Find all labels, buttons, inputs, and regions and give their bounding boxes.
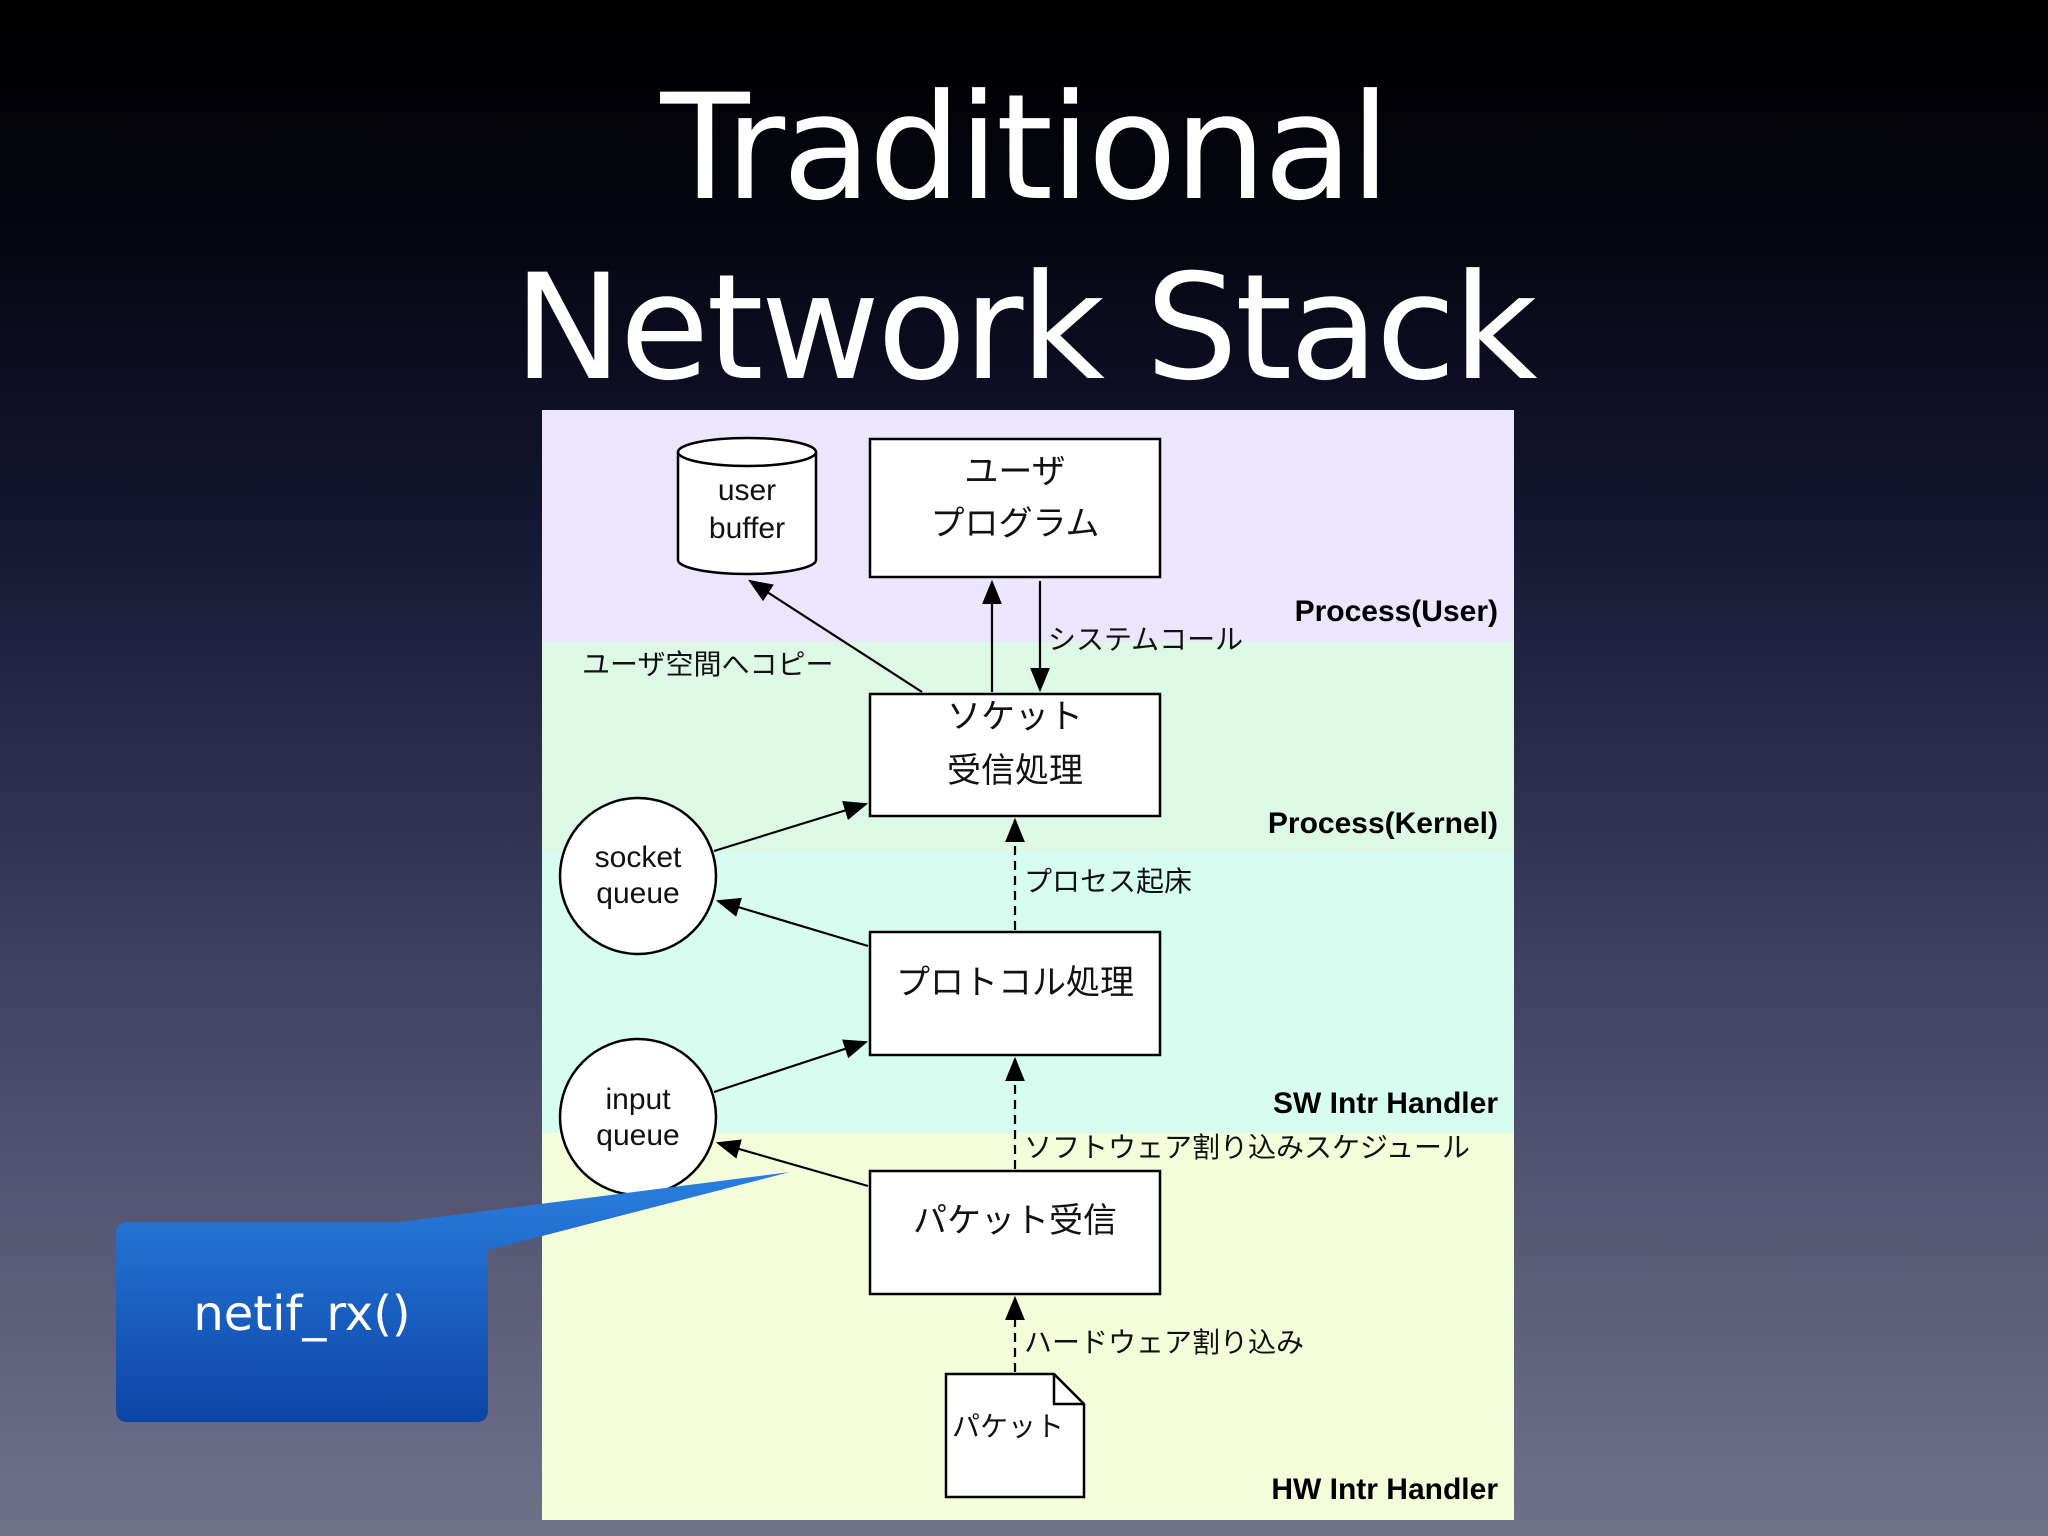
edge-label-process-wakeup: プロセス起床 xyxy=(1024,865,1192,898)
edge-input-queue-to-protocol xyxy=(713,1039,869,1094)
socket-queue-node: socket queue xyxy=(558,796,718,956)
edge-socket-queue-to-socket xyxy=(713,801,869,853)
layer-label-process-user: Process(User) xyxy=(1295,595,1498,628)
edges xyxy=(713,579,1050,1372)
socket-queue-label-2: queue xyxy=(596,877,679,910)
input-queue-node: input queue xyxy=(558,1037,718,1197)
socket-receive-label-2: 受信処理 xyxy=(947,751,1083,791)
callout-label: netif_rx() xyxy=(193,1286,410,1342)
socket-receive-node: ソケット 受信処理 xyxy=(868,692,1162,818)
user-buffer-label-2: buffer xyxy=(709,512,785,545)
edge-label-hw-interrupt: ハードウェア割り込み xyxy=(1024,1326,1304,1359)
edge-protocol-to-socket-queue xyxy=(715,897,869,948)
user-program-label-2: プログラム xyxy=(931,504,1100,544)
edge-label-system-call: システムコール xyxy=(1048,623,1243,656)
user-program-label-1: ユーザ xyxy=(964,452,1065,492)
user-buffer-node: user buffer xyxy=(676,436,818,576)
edge-label-sw-interrupt-schedule: ソフトウェア割り込みスケジュール xyxy=(1024,1131,1470,1164)
input-queue-label-1: input xyxy=(605,1083,671,1116)
edge-copy-to-user xyxy=(748,579,923,693)
packet-receive-label: パケット受信 xyxy=(913,1201,1117,1241)
edge-packet-to-input-queue xyxy=(715,1139,869,1188)
layer-label-process-kernel: Process(Kernel) xyxy=(1268,807,1498,840)
layer-label-hw-intr: HW Intr Handler xyxy=(1271,1473,1498,1506)
slide-title: Traditional Network Stack xyxy=(0,58,2048,418)
edge-label-copy-to-user: ユーザ空間へコピー xyxy=(582,648,833,681)
user-buffer-label-1: user xyxy=(718,474,776,507)
netif-rx-callout: netif_rx() xyxy=(116,1172,790,1422)
socket-receive-label-1: ソケット xyxy=(947,697,1083,737)
packet-document-node: パケット xyxy=(944,1372,1086,1499)
user-program-node: ユーザ プログラム xyxy=(868,437,1162,579)
input-queue-label-2: queue xyxy=(596,1119,679,1152)
packet-document-label: パケット xyxy=(952,1410,1064,1443)
socket-queue-label-1: socket xyxy=(595,841,682,874)
title-line-1: Traditional xyxy=(660,63,1390,233)
packet-receive-node: パケット受信 xyxy=(868,1169,1162,1296)
title-line-2: Network Stack xyxy=(513,243,1537,413)
protocol-processing-node: プロトコル処理 xyxy=(868,930,1162,1057)
protocol-processing-label: プロトコル処理 xyxy=(896,963,1134,1003)
layer-label-sw-intr: SW Intr Handler xyxy=(1273,1087,1498,1120)
